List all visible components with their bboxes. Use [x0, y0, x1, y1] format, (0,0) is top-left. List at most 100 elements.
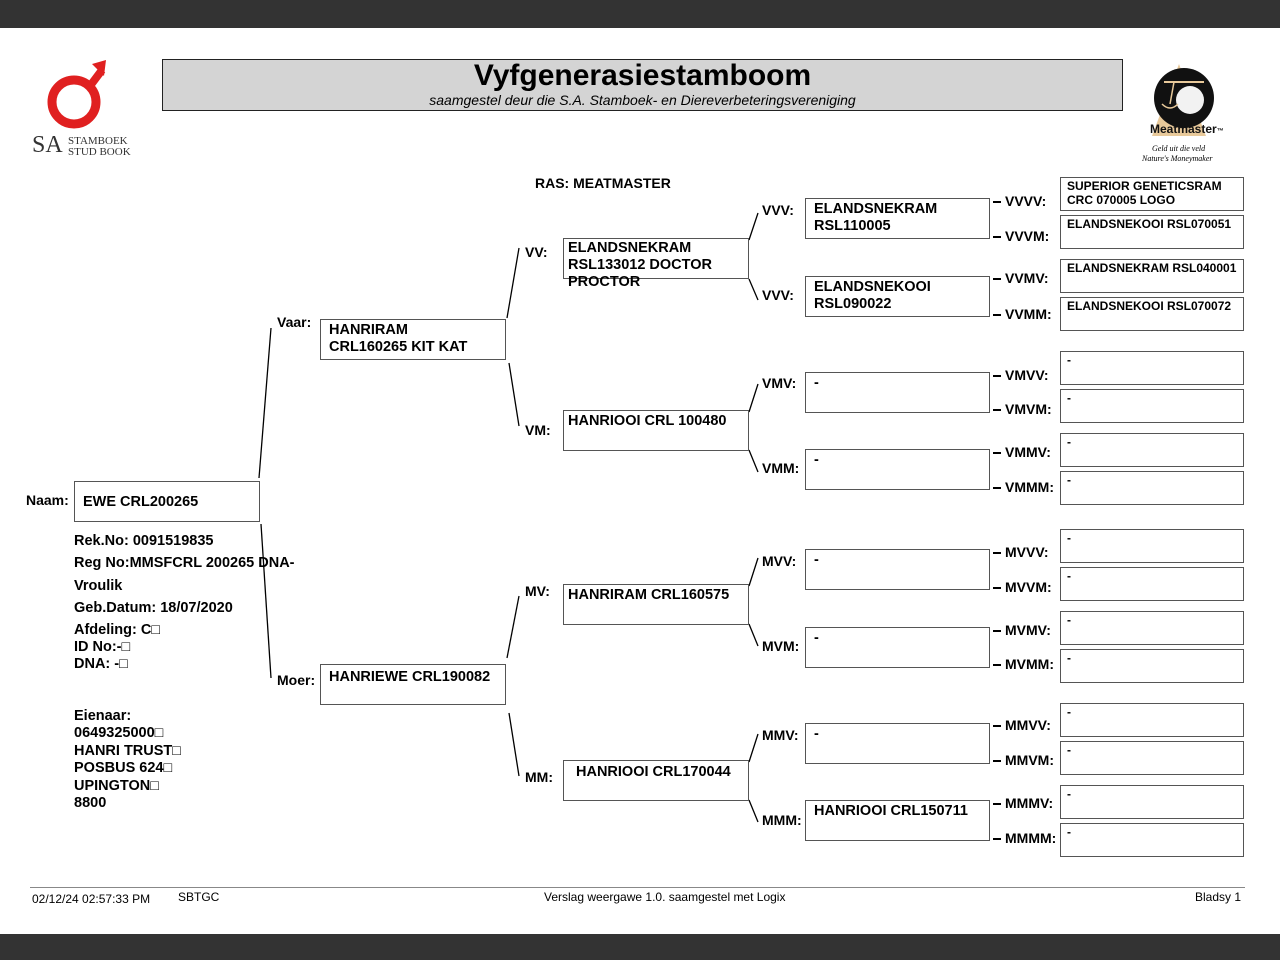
gen3-name-3: - [814, 375, 819, 391]
gen4-name-12: - [1067, 651, 1071, 665]
gen4-name-15: - [1067, 787, 1071, 801]
gen4-box-11: - [1060, 611, 1244, 645]
gen3-name-5: - [814, 552, 819, 568]
gen3-label-2: VVV: [762, 287, 794, 303]
gen4-dash-13 [993, 725, 1001, 727]
gen2-box-mm: HANRIOOI CRL170044 [563, 760, 749, 801]
gen3-box-8: HANRIOOI CRL150711 [805, 800, 990, 841]
sa-studbook-logo: SA STAMBOEK STUD BOOK [28, 58, 138, 158]
animal-detail-section: Afdeling: C□ [74, 622, 161, 638]
gen4-label-3: VVMV: [1005, 270, 1049, 286]
animal-detail-rekno: Rek.No: 0091519835 [74, 533, 214, 549]
gen3-box-1: ELANDSNEKRAM RSL110005 [805, 198, 990, 239]
gen4-label-7: VMMV: [1005, 444, 1051, 460]
meatmaster-slogan-2: Nature's Moneymaker [1142, 154, 1213, 163]
owner-heading: Eienaar: [74, 708, 132, 724]
gen4-dash-3 [993, 278, 1001, 280]
page-title: Vyfgenerasiestamboom [473, 59, 812, 92]
gen4-box-5: - [1060, 351, 1244, 385]
owner-name: HANRI TRUST□ [74, 743, 182, 759]
animal-name-box: EWE CRL200265 [74, 481, 260, 522]
gen4-name-10: - [1067, 569, 1071, 583]
gen4-dash-4 [993, 314, 1001, 316]
title-banner: Vyfgenerasiestamboom saamgestel deur die… [162, 59, 1123, 111]
gen3-box-7: - [805, 723, 990, 764]
footer-org: SBTGC [178, 890, 220, 904]
gen4-box-13: - [1060, 703, 1244, 737]
meatmaster-emblem-icon [1152, 64, 1214, 136]
gen3-label-1: VVV: [762, 202, 794, 218]
gen2-label-vm: VM: [525, 422, 551, 438]
gen4-label-1: VVVV: [1005, 193, 1047, 209]
gen4-label-2: VVVM: [1005, 228, 1050, 244]
animal-detail-sex: Vroulik [74, 578, 123, 594]
gen4-label-9: MVVV: [1005, 544, 1049, 560]
dam-box: HANRIEWE CRL190082 [320, 664, 506, 705]
gen4-dash-10 [993, 587, 1001, 589]
gen4-dash-15 [993, 803, 1001, 805]
gen2-label-mm: MM: [525, 769, 553, 785]
gen4-name-7: - [1067, 435, 1071, 449]
sire-name: HANRIRAM CRL160265 KIT KAT [329, 322, 468, 355]
gen4-name-2: ELANDSNEKOOI RSL070051 [1067, 217, 1232, 231]
gen3-name-1: ELANDSNEKRAM RSL110005 [814, 201, 938, 234]
gen4-box-15: - [1060, 785, 1244, 819]
owner-phone: 0649325000□ [74, 725, 164, 741]
logo-line1: STAMBOEK [68, 135, 128, 147]
gen3-box-2: ELANDSNEKOOI RSL090022 [805, 276, 990, 317]
gen4-box-12: - [1060, 649, 1244, 683]
animal-detail-regno: Reg No:MMSFCRL 200265 DNA- [74, 555, 295, 571]
gen4-name-16: - [1067, 825, 1071, 839]
gen4-box-4: ELANDSNEKOOI RSL070072 [1060, 297, 1244, 331]
gen4-box-7: - [1060, 433, 1244, 467]
gen2-label-vv: VV: [525, 244, 548, 260]
gen3-name-4: - [814, 452, 819, 468]
animal-detail-birthdate: Geb.Datum: 18/07/2020 [74, 600, 233, 616]
gen3-label-3: VMV: [762, 375, 797, 391]
gen4-label-13: MMVV: [1005, 717, 1051, 733]
gen4-dash-12 [993, 664, 1001, 666]
gen2-name-mv: HANRIRAM CRL160575 [568, 587, 730, 603]
animal-detail-dna: DNA: -□ [74, 656, 128, 672]
pedigree-page: SA STAMBOEK STUD BOOK Vyfgenerasiestambo… [0, 28, 1280, 934]
gen4-label-10: MVVM: [1005, 579, 1052, 595]
gen4-label-11: MVMV: [1005, 622, 1051, 638]
gen4-label-14: MMVM: [1005, 752, 1054, 768]
gen3-name-7: - [814, 726, 819, 742]
footer-timestamp: 02/12/24 02:57:33 PM [32, 892, 151, 906]
sire-label: Vaar: [277, 314, 312, 330]
gen4-label-8: VMMM: [1005, 479, 1054, 495]
gen2-box-vm: HANRIOOI CRL 100480 [563, 410, 749, 451]
gen4-box-9: - [1060, 529, 1244, 563]
gen4-dash-2 [993, 236, 1001, 238]
gen4-box-3: ELANDSNEKRAM RSL040001 [1060, 259, 1244, 293]
gen3-label-4: VMM: [762, 460, 800, 476]
animal-name: EWE CRL200265 [83, 494, 199, 510]
gen4-dash-6 [993, 409, 1001, 411]
animal-name-label: Naam: [26, 492, 69, 508]
gen4-label-16: MMMM: [1005, 830, 1057, 846]
gen3-box-6: - [805, 627, 990, 668]
gen2-box-vv: ELANDSNEKRAM RSL133012 DOCTOR PROCTOR [563, 238, 749, 290]
gen3-name-6: - [814, 630, 819, 646]
animal-detail-idno: ID No:-□ [74, 639, 131, 655]
gen3-label-6: MVM: [762, 638, 800, 654]
gen4-box-8: - [1060, 471, 1244, 505]
breed-label: RAS: MEATMASTER [535, 175, 671, 191]
page-subtitle: saamgestel deur die S.A. Stamboek- en Di… [429, 92, 856, 108]
gen4-label-4: VVMM: [1005, 306, 1052, 322]
dam-name: HANRIEWE CRL190082 [329, 669, 491, 685]
gen4-dash-1 [993, 201, 1001, 203]
owner-town: UPINGTON□ [74, 778, 160, 794]
meatmaster-logo: Meatmaster™ Geld uit die veld Nature's M… [1138, 60, 1228, 170]
footer-divider [30, 887, 1245, 888]
pedigree-connector-lines [258, 212, 759, 823]
gen4-dash-9 [993, 552, 1001, 554]
sire-box: HANRIRAM CRL160265 KIT KAT [320, 319, 506, 360]
gen4-dash-7 [993, 452, 1001, 454]
studbook-symbol-icon [47, 60, 106, 129]
gen3-label-8: MMM: [762, 812, 802, 828]
gen4-box-2: ELANDSNEKOOI RSL070051 [1060, 215, 1244, 249]
gen4-box-16: - [1060, 823, 1244, 857]
gen3-label-7: MMV: [762, 727, 799, 743]
